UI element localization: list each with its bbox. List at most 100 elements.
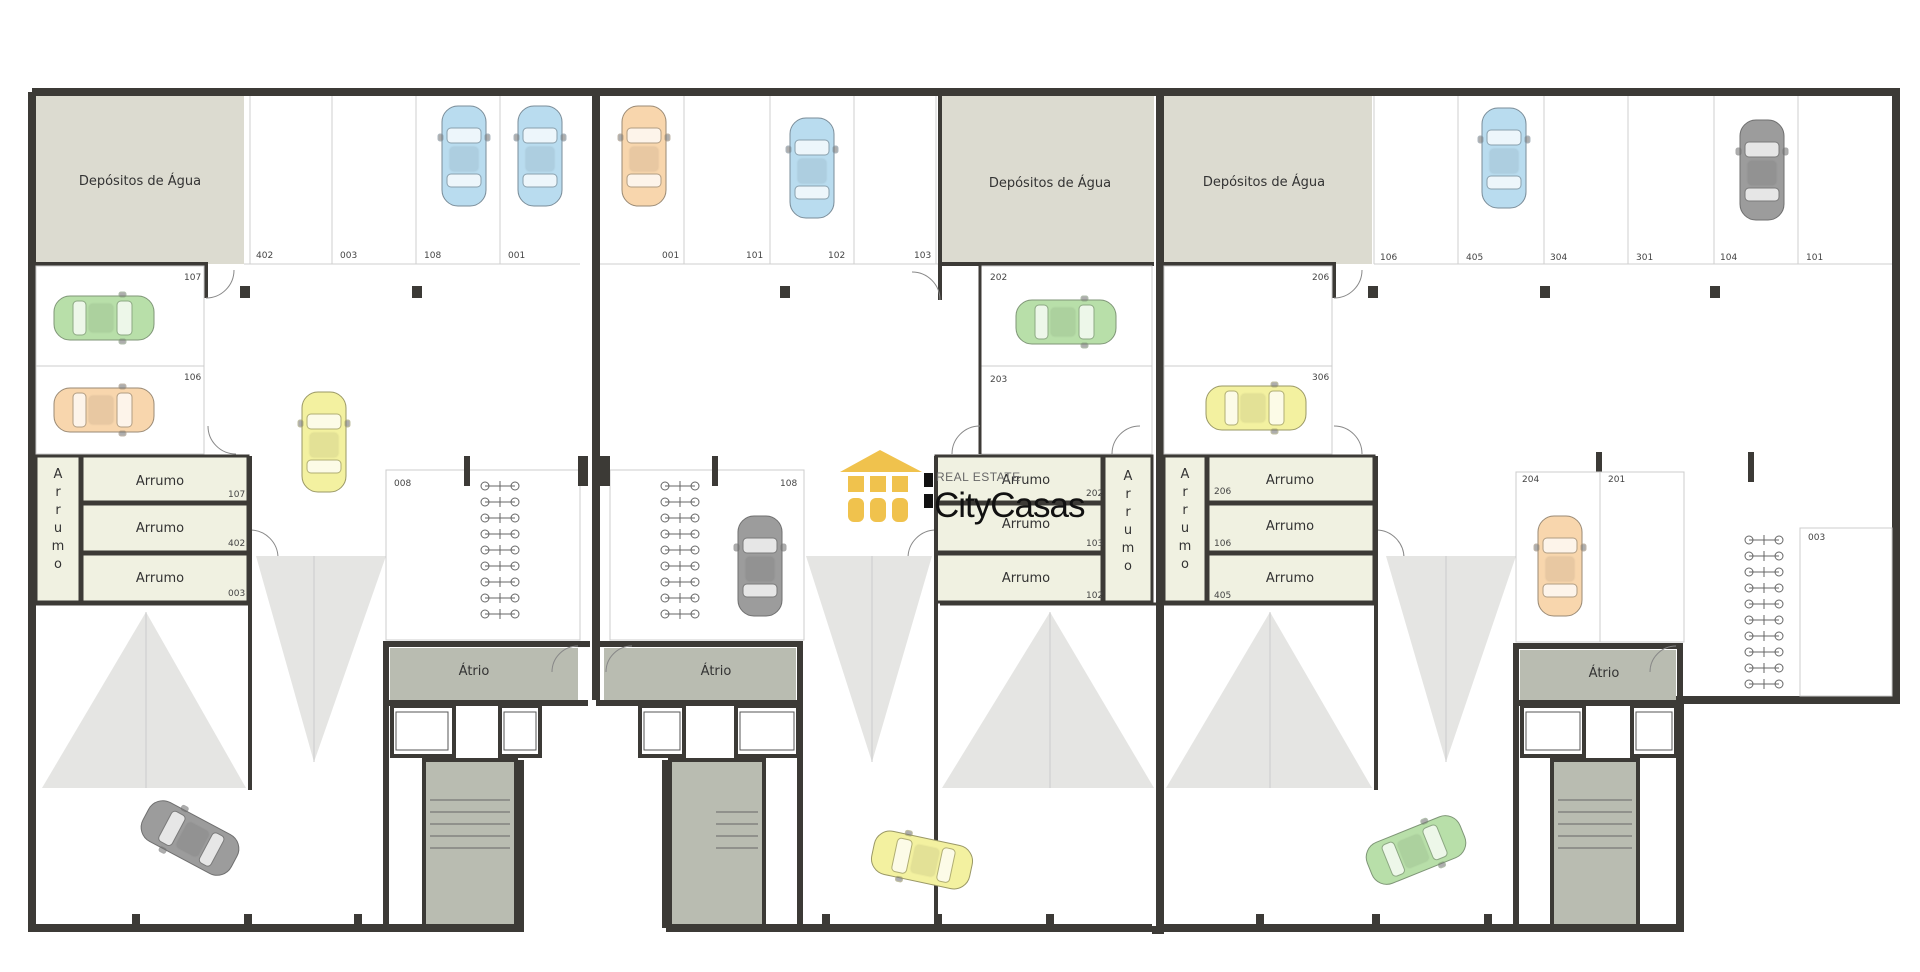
car-blue: [1477, 107, 1531, 209]
elevator: [638, 704, 686, 758]
spot-label: 008: [394, 479, 411, 489]
stairwell: [422, 758, 518, 928]
elevator: [1630, 704, 1678, 758]
car-orange: [617, 105, 671, 207]
spot-label: 405: [1466, 253, 1483, 263]
storage-num: 106: [1214, 539, 1231, 549]
spot-label: 001: [508, 251, 525, 261]
parking-spot: [1599, 471, 1685, 643]
spot-label: 003: [1808, 533, 1825, 543]
top-parking-lines-1: [244, 96, 580, 265]
bike-rack-1: [480, 480, 520, 620]
spot-label: 108: [780, 479, 797, 489]
atrium-label: Átrio: [459, 663, 490, 679]
storage-room: [1206, 454, 1376, 504]
spot-label: 203: [990, 375, 1007, 385]
car-green: [1359, 806, 1473, 894]
storage-num: 206: [1214, 487, 1231, 497]
water-deposit-label-2: Depósitos de Água: [989, 175, 1111, 191]
stairs: [1558, 799, 1632, 849]
elevator: [1520, 704, 1586, 758]
spot-label: 402: [256, 251, 273, 261]
parking-spot: [1799, 527, 1893, 697]
stairwell: [1550, 758, 1640, 928]
logo-house-icon: [840, 450, 922, 522]
ramp: [1166, 612, 1372, 788]
storage-num: 202: [1086, 489, 1103, 499]
storage-room: [1206, 552, 1376, 604]
atrium-room: [390, 648, 578, 700]
storage-label: Arrumo: [136, 571, 184, 586]
spot-label: 304: [1550, 253, 1567, 263]
storage-num: 103: [1086, 539, 1103, 549]
water-deposit-room-2: [940, 96, 1154, 262]
logo-brand: CityCasas: [934, 486, 1085, 525]
ramp: [942, 612, 1154, 788]
spot-label: 107: [184, 273, 201, 283]
car-gray: [133, 791, 247, 885]
car-yellow: [297, 391, 351, 493]
water-deposit-room-1: [36, 96, 244, 264]
car-blue: [785, 117, 839, 219]
storage-room: [1206, 502, 1376, 554]
logo-tagline: REAL ESTATE: [936, 470, 1021, 484]
storage-vertical: [1102, 454, 1154, 604]
atrium-room: [604, 648, 796, 700]
ramp: [256, 556, 386, 762]
storage-num: 102: [1086, 591, 1103, 601]
storage-vertical: [1162, 454, 1208, 604]
elevator: [734, 704, 800, 758]
bike-rack-3: [1744, 534, 1784, 690]
bike-area: [385, 469, 581, 641]
top-parking-lines-2: [600, 96, 940, 265]
spot-label: 106: [1380, 253, 1397, 263]
atrium-label: Átrio: [1589, 665, 1620, 681]
elevator: [390, 704, 456, 758]
storage-room: [934, 454, 1104, 504]
spot-label: 101: [1806, 253, 1823, 263]
ramp: [1386, 556, 1516, 762]
storage-label: Arrumo: [1266, 519, 1314, 534]
elevator: [498, 704, 542, 758]
stairs: [430, 799, 510, 849]
ramp: [42, 612, 246, 788]
car-blue: [437, 105, 491, 207]
spot-label: 106: [184, 373, 201, 383]
car-yellow: [1205, 381, 1307, 435]
car-green: [1015, 295, 1117, 349]
storage-room: [934, 552, 1104, 604]
car-gray: [1735, 119, 1789, 221]
storage-label: Arrumo: [1266, 571, 1314, 586]
storage-label: Arrumo: [136, 521, 184, 536]
storage-label: Arrumo: [1002, 517, 1050, 532]
ramp: [806, 556, 932, 762]
spot-label: 306: [1312, 373, 1329, 383]
bike-rack-2: [660, 480, 700, 620]
water-deposit-label-1: Depósitos de Água: [79, 173, 201, 189]
water-deposit-room-3: [1164, 96, 1372, 264]
car-orange: [1533, 515, 1587, 617]
atrium-room: [1520, 650, 1676, 700]
storage-room: [934, 502, 1104, 554]
spot-label: 201: [1608, 475, 1625, 485]
spot-label: 104: [1720, 253, 1737, 263]
spot-label: 103: [914, 251, 931, 261]
water-deposit-label-3: Depósitos de Água: [1203, 174, 1325, 190]
storage-num: 107: [228, 490, 245, 500]
storage-label: Arrumo: [1002, 473, 1050, 488]
storage-label: Arrumo: [1266, 473, 1314, 488]
spot-label: 206: [1312, 273, 1329, 283]
storage-label: Arrumo: [136, 474, 184, 489]
spot-label: 003: [340, 251, 357, 261]
spot-label: 301: [1636, 253, 1653, 263]
logo-square: [924, 494, 933, 508]
storage-room: [80, 552, 250, 604]
spot-label: 204: [1522, 475, 1539, 485]
car-gray: [733, 515, 787, 617]
